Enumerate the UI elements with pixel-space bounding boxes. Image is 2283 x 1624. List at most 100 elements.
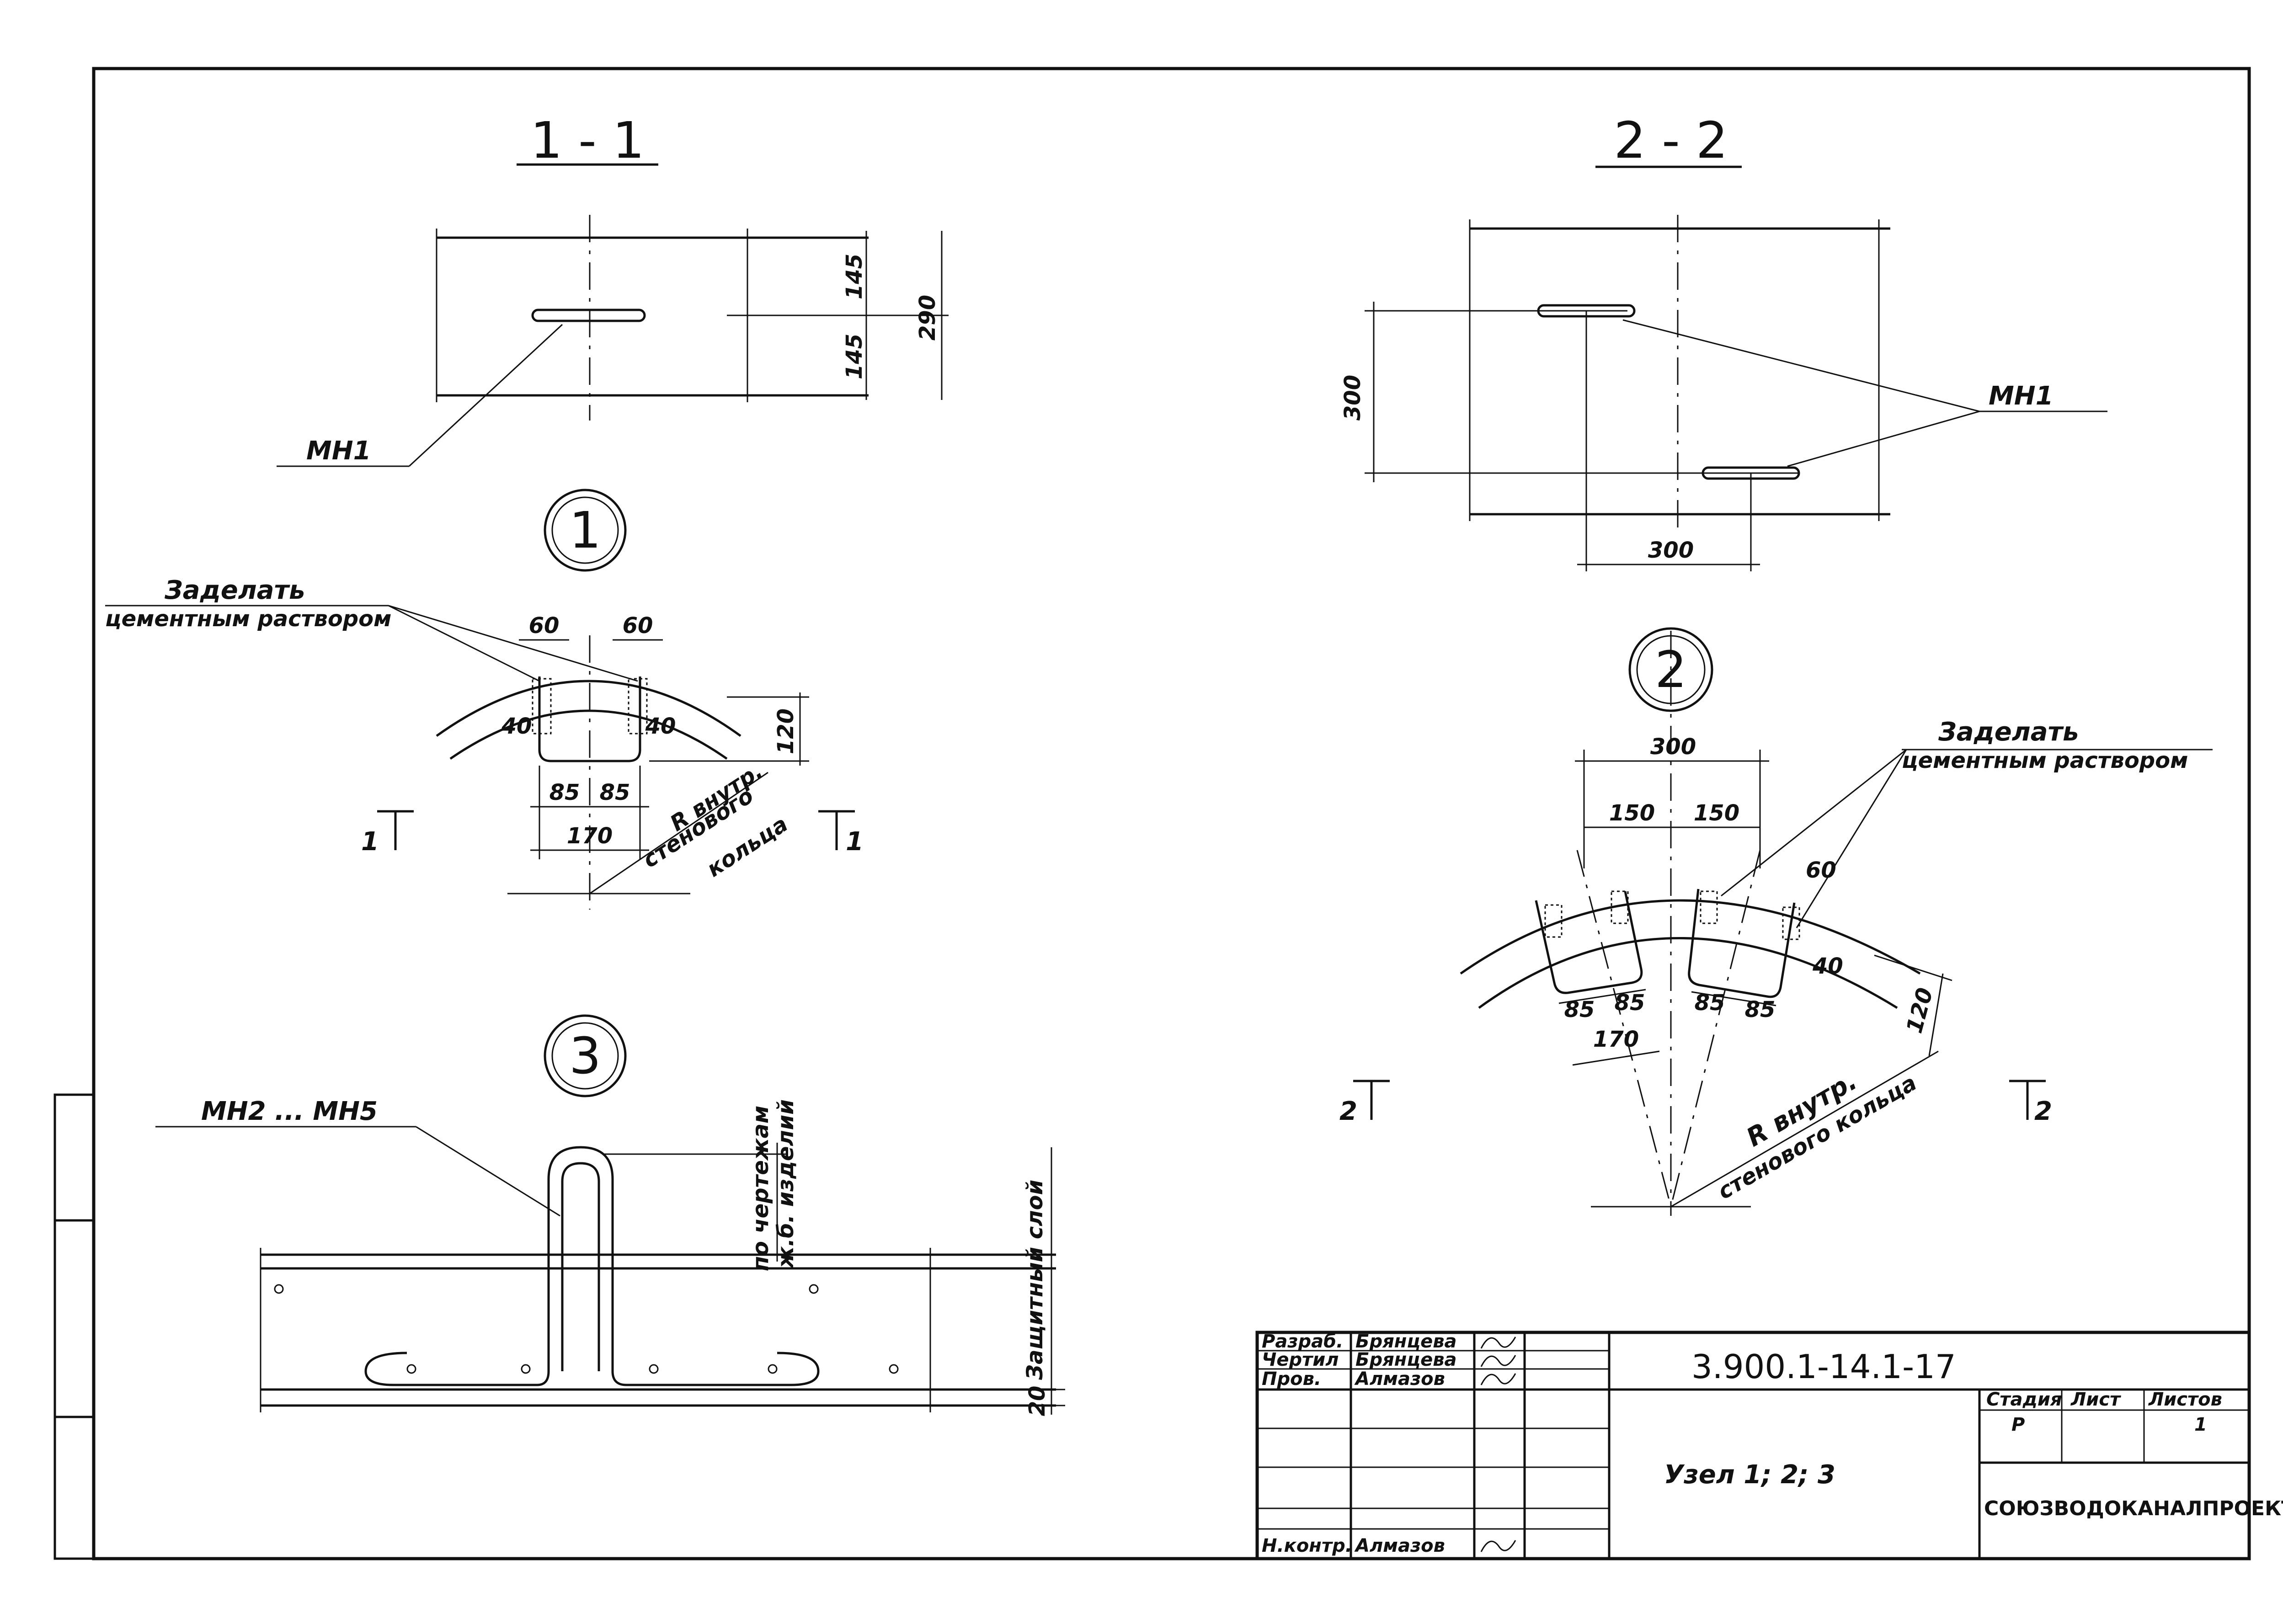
binding-strip xyxy=(53,1093,95,1560)
tb-name-checked: Алмазов xyxy=(1354,1368,1445,1390)
ring-inner-arc xyxy=(449,709,728,760)
note-line-2: цементным раствором xyxy=(105,606,391,632)
grout-fill xyxy=(1544,904,1563,938)
label-mn1: МН1 xyxy=(306,436,371,466)
dim-60: 60 xyxy=(1806,857,1836,883)
dim-150-left: 150 xyxy=(1609,800,1655,826)
note-leader xyxy=(388,605,540,682)
tb-role-developed: Разраб. xyxy=(1262,1331,1343,1352)
dim-150-right: 150 xyxy=(1694,800,1739,826)
dim-85-b: 85 xyxy=(1615,990,1645,1016)
axis-line xyxy=(1576,850,1672,1207)
note-line-2: ж.б. изделий xyxy=(773,1099,799,1269)
organization: СОЮЗВОДОКАНАЛПРОЕКТ xyxy=(1984,1497,2283,1520)
signature-mark xyxy=(1480,1355,1516,1367)
node-2: 2 Заделать цементным раствором 300 150 1… xyxy=(1339,627,2213,1216)
signature-mark xyxy=(1480,1540,1516,1552)
dim-60-right: 60 xyxy=(623,613,653,639)
sheets-header: Листов xyxy=(2148,1389,2222,1410)
note-leader xyxy=(388,605,638,682)
node-1-circle xyxy=(544,489,627,572)
anchor-bar-inner xyxy=(561,1162,600,1371)
note-leader xyxy=(1721,749,1907,897)
stage-value: Р xyxy=(2011,1414,2025,1435)
leader-line xyxy=(408,324,563,467)
tb-role-drawn: Чертил xyxy=(1262,1349,1339,1370)
cover-label: Защитный слой xyxy=(1022,1180,1048,1380)
dim-290: 290 xyxy=(915,295,940,341)
dim-170: 170 xyxy=(567,823,613,849)
cut-label-left: 2 xyxy=(1339,1097,1357,1126)
u-bar-left xyxy=(1535,891,1643,994)
dim-120: 120 xyxy=(773,708,799,754)
node-3-circle xyxy=(544,1014,627,1097)
drawing-frame xyxy=(92,67,2251,1560)
tb-name-norm-control: Алмазов xyxy=(1354,1535,1445,1556)
title-block: Разраб. Брянцева Чертил Брянцева Пров. А… xyxy=(1255,1331,2283,1560)
dim-85-c: 85 xyxy=(1695,990,1725,1016)
node-3-number: 3 xyxy=(569,1027,601,1085)
u-bar-right xyxy=(1688,889,1796,998)
axis-line xyxy=(1670,850,1761,1207)
rebar-section xyxy=(521,1364,531,1374)
dim-120: 120 xyxy=(1902,985,1938,1036)
tb-name-developed: Брянцева xyxy=(1355,1331,1457,1352)
node-2-circle xyxy=(1628,627,1713,712)
signature-mark xyxy=(1480,1373,1516,1385)
dim-85-right: 85 xyxy=(600,780,630,805)
dim-40-left: 40 xyxy=(501,713,532,739)
note-line-1: Заделать xyxy=(164,575,305,605)
cut-label-right: 1 xyxy=(846,827,864,857)
grout-fill-left xyxy=(532,678,552,735)
u-bar xyxy=(538,676,641,762)
node-3: 3 МН2 ... МН5 по чертежам ж.б. изделий З… xyxy=(155,1014,1065,1416)
dim-60-left: 60 xyxy=(529,613,560,639)
leader-line xyxy=(416,1126,560,1217)
node-1-inner-circle xyxy=(551,496,619,564)
sheet-header: Лист xyxy=(2070,1389,2122,1410)
rebar-section xyxy=(649,1364,659,1374)
dim-170: 170 xyxy=(1593,1027,1639,1052)
dim-40: 40 xyxy=(1812,953,1843,979)
cut-label-left: 1 xyxy=(361,827,379,857)
tb-role-checked: Пров. xyxy=(1262,1368,1321,1390)
rebar-section xyxy=(274,1284,284,1294)
rebar-section xyxy=(406,1364,416,1374)
leader-line xyxy=(1787,410,1980,467)
ring-inner-arc xyxy=(1478,937,1898,1009)
ring-outer-arc xyxy=(1460,899,1921,975)
dim-145-top: 145 xyxy=(842,254,867,299)
label-mn1: МН1 xyxy=(1989,381,2054,411)
dim-85-left: 85 xyxy=(549,780,580,805)
grout-fill xyxy=(1700,890,1718,924)
tb-name-drawn: Брянцева xyxy=(1355,1349,1457,1370)
cover-dim-20: 20 xyxy=(1024,1386,1050,1416)
ring-outer-arc xyxy=(436,680,741,737)
leader-line xyxy=(1622,319,1980,412)
node-1-number: 1 xyxy=(569,501,601,559)
dim-145-bottom: 145 xyxy=(842,334,867,379)
dimension-line xyxy=(1572,1050,1660,1066)
stage-header: Стадия xyxy=(1986,1389,2062,1410)
grout-fill xyxy=(1782,906,1800,940)
sheet-title: Узел 1; 2; 3 xyxy=(1664,1460,1835,1490)
dim-85-d: 85 xyxy=(1745,997,1776,1022)
dim-85-a: 85 xyxy=(1564,997,1595,1022)
dim-300-horizontal: 300 xyxy=(1648,538,1694,563)
dimension-ext xyxy=(1874,954,1952,981)
sheets-value: 1 xyxy=(2194,1414,2207,1435)
dimension-line xyxy=(1691,991,1776,1006)
dim-40-right: 40 xyxy=(645,713,676,739)
rebar-section xyxy=(809,1284,819,1294)
radius-line xyxy=(589,772,768,895)
tb-role-norm-control: Н.контр. xyxy=(1262,1535,1352,1556)
radius-line xyxy=(1670,1050,1939,1208)
dimension-line xyxy=(1558,989,1646,1004)
section-1-1: 1 - 1 145 145 290 МН1 xyxy=(277,111,949,467)
section-1-1-title: 1 - 1 xyxy=(530,111,645,170)
title-block-frame xyxy=(1255,1331,2251,1560)
grout-fill xyxy=(1611,890,1629,924)
note-line-1: по чертежам xyxy=(748,1106,773,1271)
section-2-2-title: 2 - 2 xyxy=(1614,111,1728,170)
